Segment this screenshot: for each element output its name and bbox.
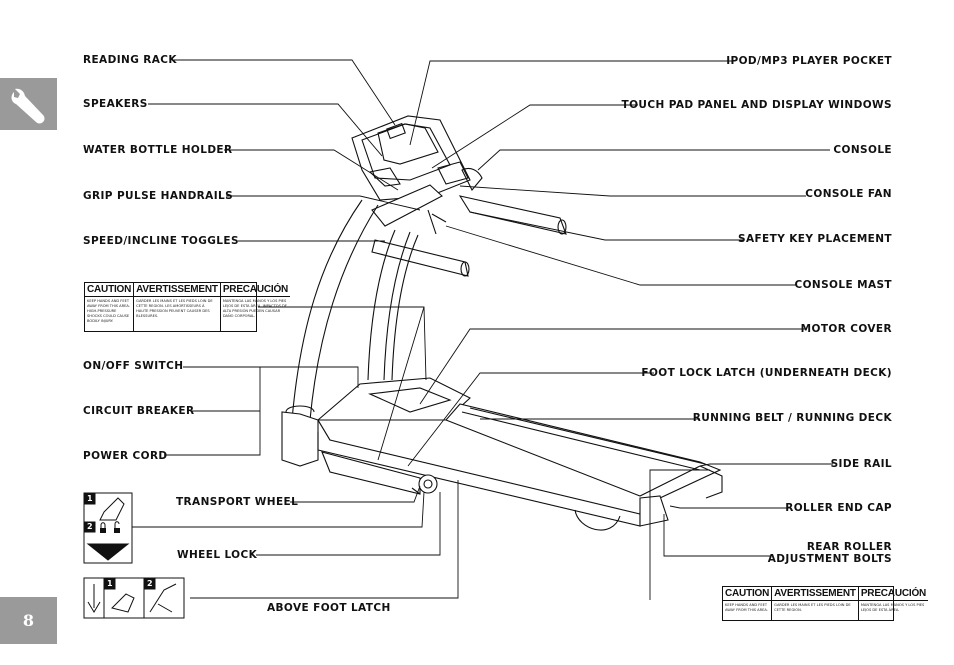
label-grip-pulse-handrails: GRIP PULSE HANDRAILS: [83, 190, 234, 202]
label-console-fan: CONSOLE FAN: [805, 188, 892, 200]
label-above-foot-latch: ABOVE FOOT LATCH: [267, 602, 391, 614]
step-number: 1: [107, 579, 113, 588]
label-power-cord: POWER CORD: [83, 450, 168, 462]
avertissement-text: GARDER LES MAINS ET LES PIEDS LOIN DE CE…: [774, 603, 851, 612]
avertissement-text: GARDER LES MAINS ET LES PIEDS LOIN DE CE…: [136, 299, 213, 318]
label-reading-rack: READING RACK: [83, 54, 177, 66]
step-number: 2: [87, 522, 93, 531]
label-touch-pad: TOUCH PAD PANEL AND DISPLAY WINDOWS: [621, 99, 892, 111]
label-safety-key: SAFETY KEY PLACEMENT: [738, 233, 892, 245]
label-side-rail: SIDE RAIL: [830, 458, 892, 470]
label-foot-lock-latch: FOOT LOCK LATCH (UNDERNEATH DECK): [641, 367, 892, 379]
section-tab: [0, 78, 57, 130]
caution-text: KEEP HANDS AND FEET AWAY FROM THIS AREA.…: [87, 299, 130, 323]
precaucion-heading: PRECAUCIÓN: [220, 284, 291, 297]
precaucion-text: MANTENGA LAS MANOS Y LOS PIES LEJOS DE E…: [860, 603, 925, 612]
label-running-belt: RUNNING BELT / RUNNING DECK: [692, 412, 892, 424]
caution-text: KEEP HANDS AND FEET AWAY FROM THIS AREA.: [725, 603, 768, 612]
label-console-mast: CONSOLE MAST: [794, 279, 892, 291]
step-number: 1: [87, 494, 93, 503]
caution-label-large: CAUTION KEEP HANDS AND FEET AWAY FROM THI…: [84, 282, 291, 332]
label-motor-cover: MOTOR COVER: [800, 323, 892, 335]
precaucion-heading: PRECAUCIÓN: [858, 588, 929, 601]
page-number: 8: [0, 597, 57, 644]
label-ipod-pocket: IPOD/MP3 PLAYER POCKET: [726, 55, 892, 67]
label-speakers: SPEAKERS: [83, 98, 148, 110]
avertissement-heading: AVERTISSEMENT: [772, 588, 858, 601]
wrench-icon: [11, 88, 45, 124]
unlock-icon: [114, 521, 120, 533]
padlock-icon: [100, 522, 106, 533]
avertissement-heading: AVERTISSEMENT: [134, 284, 220, 297]
label-speed-incline-toggles: SPEED/INCLINE TOGGLES: [83, 235, 239, 247]
caution-label-small: CAUTION KEEP HANDS AND FEET AWAY FROM THI…: [722, 586, 929, 621]
label-roller-end-cap: ROLLER END CAP: [785, 502, 892, 514]
label-on-off-switch: ON/OFF SWITCH: [83, 360, 184, 372]
label-transport-wheel: TRANSPORT WHEEL: [176, 496, 299, 508]
label-console: CONSOLE: [833, 144, 892, 156]
caution-heading: CAUTION: [85, 284, 134, 297]
precaucion-text: MANTENGA LAS MANOS Y LOS PIES LEJOS DE E…: [222, 299, 288, 318]
step-number: 2: [147, 579, 153, 588]
caution-heading: CAUTION: [723, 588, 772, 601]
label-water-bottle-holder: WATER BOTTLE HOLDER: [83, 144, 233, 156]
label-wheel-lock: WHEEL LOCK: [177, 549, 258, 561]
label-circuit-breaker: CIRCUIT BREAKER: [83, 405, 195, 417]
label-rear-roller: REAR ROLLER: [806, 541, 892, 553]
label-adjustment-bolts: ADJUSTMENT BOLTS: [767, 553, 892, 565]
